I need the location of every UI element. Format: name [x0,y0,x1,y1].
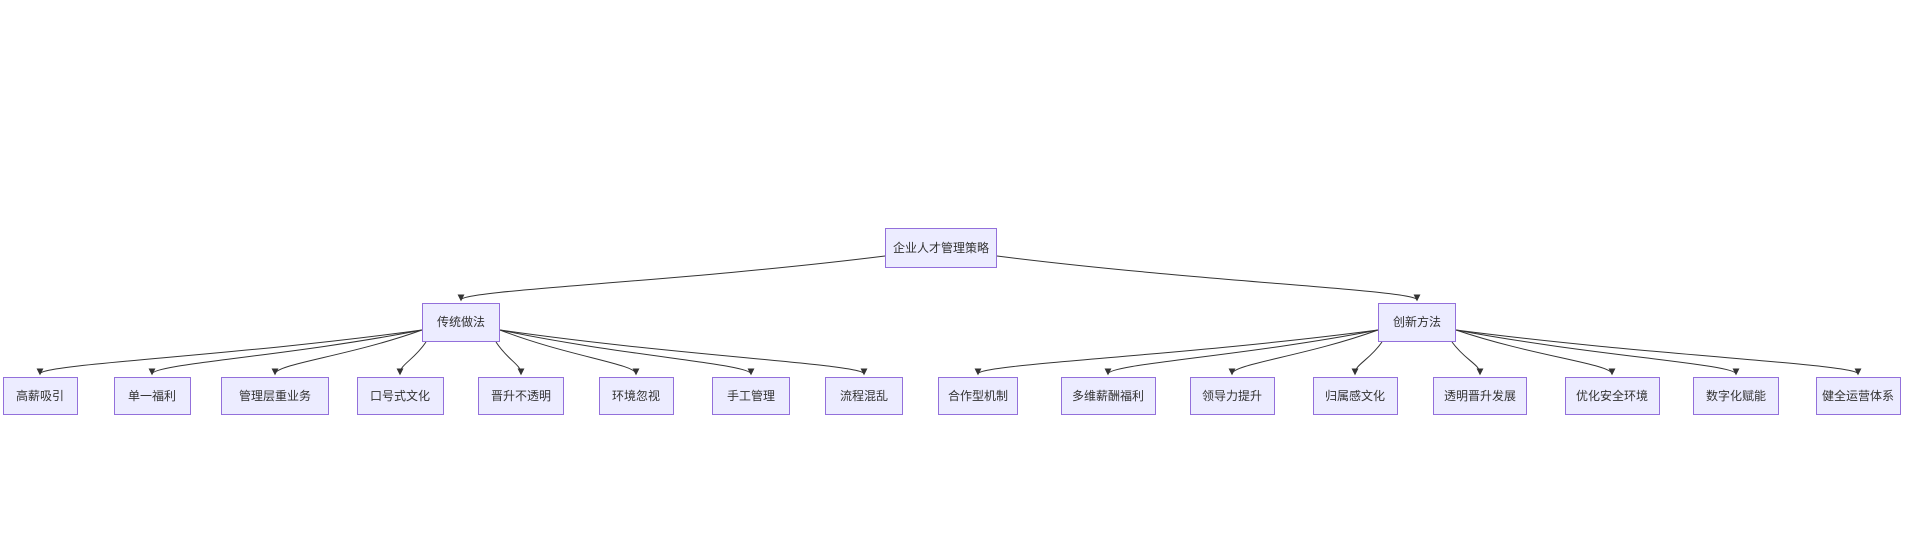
diagram-node-label: 透明晋升发展 [1443,388,1516,403]
edge-innov-i5 [1451,341,1484,376]
diagram-node-i7: 数字化赋能 [1693,377,1779,415]
diagram-node-i1: 合作型机制 [938,377,1018,415]
diagram-node-i6: 优化安全环境 [1564,377,1660,415]
diagram-node-label: 归属感文化 [1324,388,1385,403]
diagram-node-label: 创新方法 [1392,315,1441,330]
edge-innov-i4 [1351,341,1383,376]
diagram-node-i2: 多维薪酬福利 [1060,377,1156,415]
diagram-node-label: 企业人才管理策略 [892,240,989,255]
diagram-node-i3: 领导力提升 [1189,377,1275,415]
edge-trad-t8 [499,329,868,376]
diagram-node-label: 环境忽视 [611,388,660,403]
diagram-node-label: 领导力提升 [1201,388,1262,403]
diagram-node-label: 高薪吸引 [15,388,64,403]
diagram-node-label: 晋升不透明 [490,388,551,403]
diagram-node-i5: 透明晋升发展 [1433,377,1527,415]
edge-innov-i7 [1455,329,1740,376]
edge-trad-t1 [36,329,423,376]
diagram-node-i8: 健全运营体系 [1815,377,1901,415]
diagram-node-label: 传统做法 [436,315,485,330]
diagram-node-t2: 单一福利 [113,377,191,415]
edge-trad-t4 [396,341,427,376]
diagram-node-t1: 高薪吸引 [2,377,78,415]
diagram-node-t3: 管理层重业务 [221,377,329,415]
diagram-node-trad: 传统做法 [422,303,500,342]
edge-innov-i3 [1228,329,1379,376]
diagram-node-label: 数字化赋能 [1705,388,1766,403]
diagram-node-label: 管理层重业务 [238,388,311,403]
diagram-node-root: 企业人才管理策略 [885,228,997,268]
edge-innov-i6 [1455,329,1616,376]
edge-innov-i8 [1455,329,1862,376]
edge-trad-t6 [499,329,640,376]
edge-root-trad [457,255,886,302]
diagram-node-label: 合作型机制 [947,388,1008,403]
diagram-node-t5: 晋升不透明 [478,377,564,415]
edge-trad-t3 [271,329,423,376]
diagram-node-t8: 流程混乱 [825,377,903,415]
diagram-node-t7: 手工管理 [712,377,790,415]
diagram-node-label: 手工管理 [726,388,775,403]
diagram-node-label: 流程混乱 [839,388,888,403]
diagram-node-t4: 口号式文化 [356,377,444,415]
edge-trad-t5 [495,341,525,376]
diagram-node-label: 口号式文化 [369,388,430,403]
diagram-node-i4: 归属感文化 [1312,377,1398,415]
diagram-node-label: 健全运营体系 [1821,388,1894,403]
diagram-node-label: 单一福利 [127,388,176,403]
edge-root-innov [996,255,1421,302]
edge-innov-i1 [974,329,1379,376]
diagram-node-innov: 创新方法 [1378,303,1456,342]
diagram-node-label: 优化安全环境 [1575,388,1648,403]
edge-innov-i2 [1104,329,1379,376]
edge-trad-t2 [148,329,423,376]
diagram-node-t6: 环境忽视 [598,377,674,415]
edge-trad-t7 [499,329,755,376]
diagram-node-label: 多维薪酬福利 [1071,388,1144,403]
